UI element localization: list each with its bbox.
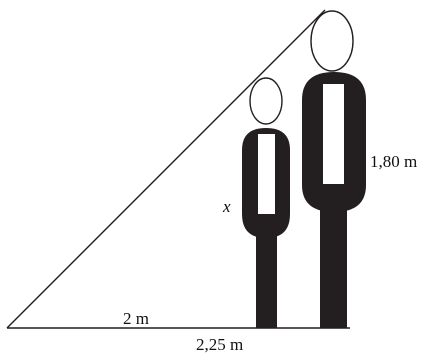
small-person-figure xyxy=(242,77,290,328)
large-person-legs xyxy=(320,206,347,328)
small-person-shirt xyxy=(258,134,275,214)
hypotenuse-line xyxy=(6,9,326,329)
large-person-figure xyxy=(302,10,366,328)
large-person-shirt xyxy=(323,84,344,184)
short-base-label: 2 m xyxy=(123,309,149,328)
small-person-head xyxy=(249,77,283,125)
large-person-head xyxy=(310,10,354,72)
small-height-label: x xyxy=(222,197,231,216)
long-base-label: 2,25 m xyxy=(196,335,243,354)
large-height-label: 1,80 m xyxy=(370,152,417,171)
small-person-legs xyxy=(256,232,277,328)
